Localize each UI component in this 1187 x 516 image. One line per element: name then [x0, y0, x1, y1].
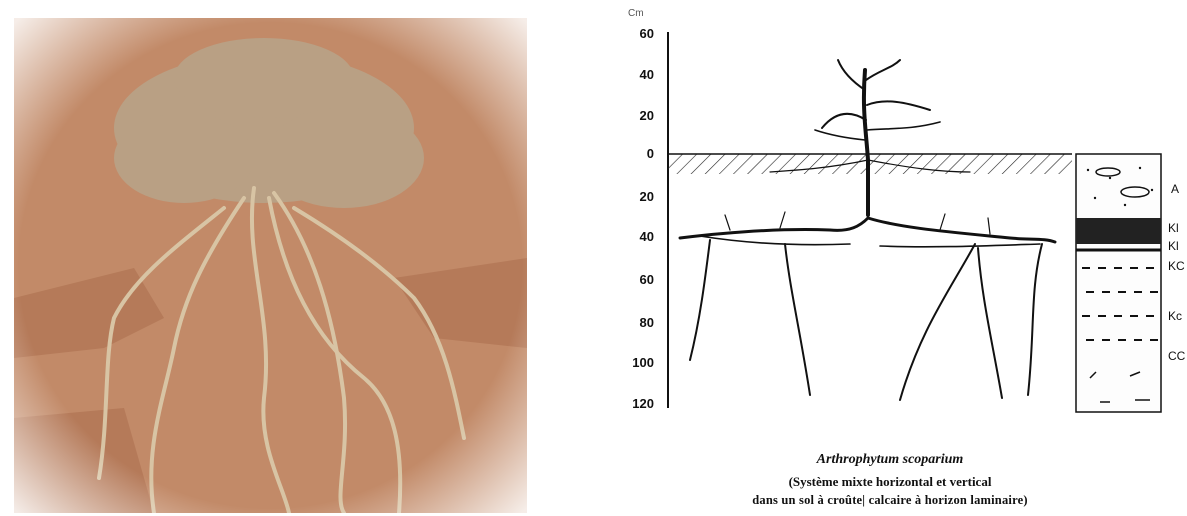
root-system-diagram: Cm 60 40 20 0 20 40 60 80 100 120	[610, 0, 1187, 516]
caption-line-2: dans un sol à croûte| calcaire à horizon…	[660, 493, 1120, 508]
horizon-label: A	[1171, 182, 1179, 196]
horizon-label: CC	[1168, 349, 1186, 363]
tick-label: 40	[640, 229, 654, 244]
photo-vignette	[14, 18, 527, 513]
tick-label: 100	[632, 355, 654, 370]
shrub-crown	[770, 60, 970, 215]
horizontal-roots	[680, 212, 1055, 247]
species-caption: Arthrophytum scoparium	[660, 452, 1120, 468]
tick-label: 20	[640, 189, 654, 204]
horizon-label: Kl	[1168, 239, 1179, 253]
tick-label: 60	[640, 26, 654, 41]
tick-label: 40	[640, 67, 654, 82]
axis-unit-label: Cm	[628, 8, 644, 19]
tick-label: 80	[640, 315, 654, 330]
tick-label: 0	[647, 146, 654, 161]
horizon-label: Kc	[1168, 309, 1182, 323]
depth-tick-labels: 60 40 20 0 20 40 60 80 100 120	[632, 26, 654, 411]
horizon-labels: A Kl Kl KC Kc CC	[1168, 182, 1186, 363]
vertical-roots	[690, 240, 1042, 400]
tick-label: 20	[640, 108, 654, 123]
tick-label: 60	[640, 272, 654, 287]
horizon-label: KC	[1168, 259, 1185, 273]
tick-label: 120	[632, 396, 654, 411]
horizon-label: Kl	[1168, 221, 1179, 235]
caption-line-1: (Système mixte horizontal et vertical	[660, 474, 1120, 490]
soil-profile-column	[1076, 154, 1161, 412]
shrub-roots-photo	[14, 18, 527, 513]
